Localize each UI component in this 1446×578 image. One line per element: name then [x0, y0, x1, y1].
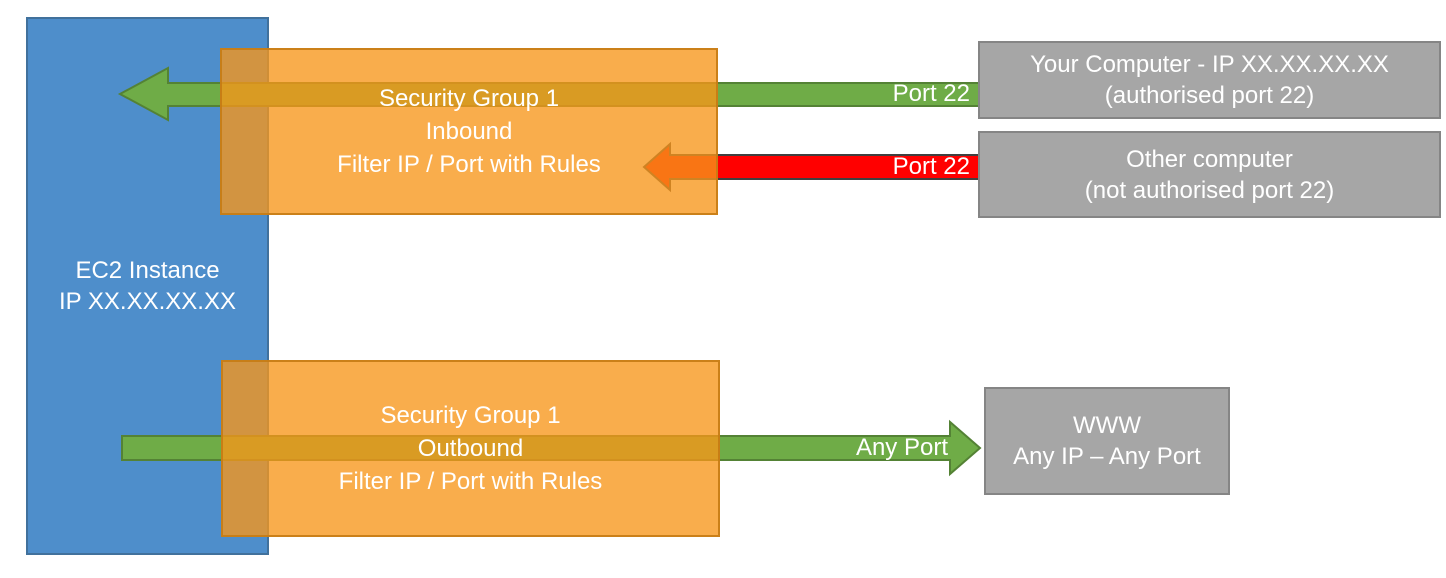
other-computer-label: Other computer: [1126, 145, 1293, 173]
ec2-instance-name: EC2 Instance: [75, 257, 220, 284]
sg-outbound-rule-note: Filter IP / Port with Rules: [338, 468, 603, 495]
your-computer-box: Your Computer - IP XX.XX.XX.XX (authoris…: [978, 41, 1441, 119]
sg-inbound-direction: Inbound: [425, 118, 513, 145]
www-label: WWW: [1073, 412, 1141, 439]
www-box: WWW Any IP – Any Port: [984, 387, 1230, 495]
your-computer-auth-note: (authorised port 22): [1104, 82, 1315, 109]
sg-outbound-direction: Outbound: [417, 435, 524, 462]
other-computer-box: Other computer (not authorised port 22): [978, 131, 1441, 218]
outbound-port-label: Any Port: [855, 434, 948, 461]
sg-outbound-title: Security Group 1: [380, 402, 561, 429]
security-group-outbound-box: Security Group 1 Outbound Filter IP / Po…: [221, 360, 720, 537]
inbound-blocked-port-label: Port 22: [892, 153, 970, 180]
security-group-inbound-box: Security Group 1 Inbound Filter IP / Por…: [220, 48, 718, 215]
sg-inbound-title: Security Group 1: [378, 85, 560, 112]
www-ip-port-note: Any IP – Any Port: [1013, 443, 1201, 470]
ec2-instance-ip: IP XX.XX.XX.XX: [59, 288, 236, 315]
other-computer-auth-note: (not authorised port 22): [1084, 176, 1335, 204]
sg-inbound-rule-note: Filter IP / Port with Rules: [337, 151, 601, 178]
inbound-allowed-port-label: Port 22: [892, 80, 970, 107]
your-computer-label: Your Computer - IP XX.XX.XX.XX: [1030, 51, 1389, 78]
